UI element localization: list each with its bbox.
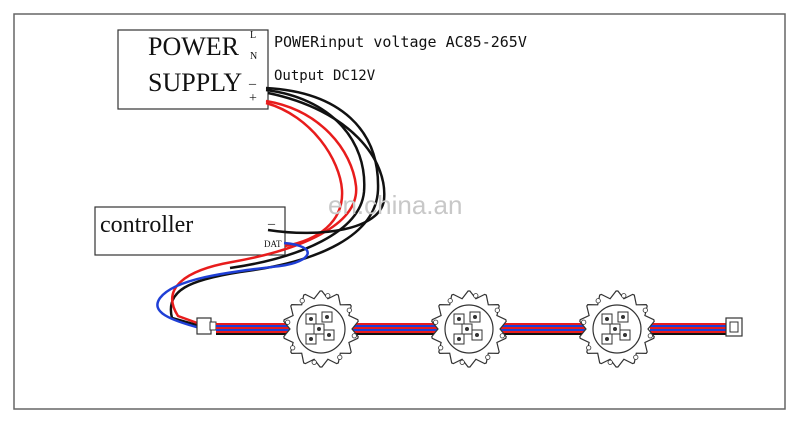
watermark: en.china.an: [328, 190, 463, 220]
led-dot: [465, 327, 469, 331]
output-voltage-label: Output DC12V: [274, 68, 376, 84]
led-dot: [309, 317, 313, 321]
led-module: [579, 290, 655, 368]
led-dot: [457, 337, 461, 341]
led-dot: [475, 333, 479, 337]
string-wire-red: [650, 323, 726, 333]
module-mount-hole: [633, 354, 639, 360]
wire-black-1: [169, 86, 380, 328]
wire-red-1: [171, 99, 358, 326]
power-supply-line1: POWER: [148, 32, 239, 61]
module-mount-hole: [346, 307, 352, 313]
led-dot: [317, 327, 321, 331]
module-mount-hole: [595, 298, 601, 304]
outer-frame: [13, 13, 786, 410]
module-mount-hole: [299, 298, 305, 304]
wire-red-2: [265, 101, 344, 248]
power-supply-box: [117, 29, 269, 110]
led-dot: [623, 333, 627, 337]
led-dot: [325, 315, 329, 319]
led-dot: [309, 337, 313, 341]
input-voltage-label: POWERinput voltage AC85-265V: [274, 33, 527, 51]
module-mount-hole: [586, 345, 592, 351]
controller-label: controller: [100, 212, 194, 238]
pin-l: L: [250, 30, 257, 41]
led-dot: [457, 317, 461, 321]
led-module: [431, 290, 507, 368]
controller-box: [94, 206, 286, 256]
module-mount-hole: [621, 293, 627, 299]
string-wire-red: [216, 323, 290, 333]
module-mount-hole: [311, 359, 317, 365]
controller-pin-dat: DAT: [264, 239, 282, 249]
led-dot: [613, 327, 617, 331]
led-dot: [327, 333, 331, 337]
module-mount-hole: [647, 333, 653, 339]
module-mount-hole: [447, 298, 453, 304]
string-wire-red: [500, 323, 586, 333]
module-mount-hole: [325, 293, 331, 299]
right-connector-tab: [729, 321, 739, 333]
wire-black-controller: [267, 91, 386, 235]
pin-plus: +: [249, 91, 257, 106]
module-mount-hole: [337, 354, 343, 360]
led-modules: [283, 290, 655, 368]
pin-n: N: [250, 51, 258, 62]
module-mount-hole: [285, 319, 291, 325]
power-supply-line2: SUPPLY: [148, 68, 243, 97]
wire-black-2: [229, 88, 366, 270]
string-wire-blue: [352, 325, 438, 331]
module-mount-hole: [494, 307, 500, 313]
module-mount-hole: [459, 359, 465, 365]
module-mount-hole: [485, 354, 491, 360]
led-dot: [621, 315, 625, 319]
module-mount-hole: [290, 345, 296, 351]
controller-pin-minus: _: [268, 212, 275, 227]
module-mount-hole: [499, 333, 505, 339]
left-connector-tab: [209, 321, 217, 331]
string-wire-blue: [650, 325, 726, 331]
string-wire-red: [352, 323, 438, 333]
led-dot: [605, 317, 609, 321]
module-mount-hole: [581, 319, 587, 325]
module-mount-hole: [473, 293, 479, 299]
module-mount-hole: [607, 359, 613, 365]
module-mount-hole: [642, 307, 648, 313]
module-mount-hole: [351, 333, 357, 339]
led-dot: [473, 315, 477, 319]
wire-blue-data: [156, 241, 309, 330]
module-mount-hole: [438, 345, 444, 351]
led-dot: [605, 337, 609, 341]
pin-minus: _: [249, 72, 256, 87]
module-mount-hole: [433, 319, 439, 325]
string-wire-blue: [500, 325, 586, 331]
string-wires: [216, 323, 726, 335]
left-connector: [196, 317, 212, 335]
string-wire-blue: [216, 325, 290, 331]
led-module: [283, 290, 359, 368]
